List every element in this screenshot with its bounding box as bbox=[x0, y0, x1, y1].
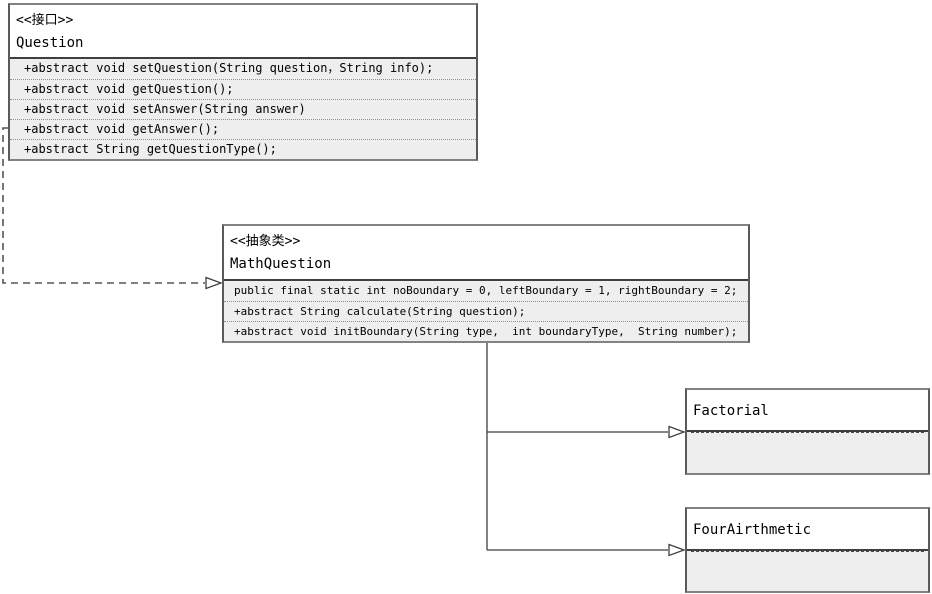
question-stereotype: <<接口>> bbox=[16, 13, 74, 28]
question-member-row: +abstract String getQuestionType(); bbox=[10, 139, 476, 159]
question-members: +abstract void setQuestion(String questi… bbox=[10, 59, 476, 159]
mathquestion-stereotype: <<抽象类>> bbox=[230, 234, 301, 249]
class-box-fourairthmetic[interactable]: FourAirthmetic bbox=[685, 507, 930, 593]
question-member-row: +abstract void getAnswer(); bbox=[10, 119, 476, 139]
mathquestion-header: <<抽象类>> MathQuestion bbox=[224, 226, 748, 281]
factorial-header: Factorial bbox=[687, 390, 928, 432]
generalization-connector-tree[interactable] bbox=[486, 343, 686, 557]
factorial-methods-compartment bbox=[691, 432, 924, 433]
fourairthmetic-header: FourAirthmetic bbox=[687, 509, 928, 551]
class-box-mathquestion[interactable]: <<抽象类>> MathQuestion public final static… bbox=[222, 224, 750, 343]
mathquestion-class-name: MathQuestion bbox=[230, 256, 332, 272]
factorial-members bbox=[687, 432, 928, 433]
class-box-question[interactable]: <<接口>> Question +abstract void setQuesti… bbox=[8, 3, 478, 161]
fourairthmetic-methods-compartment bbox=[691, 551, 924, 552]
mathquestion-member-row: +abstract String calculate(String questi… bbox=[224, 301, 748, 321]
open-triangle-arrowhead-mathquestion-icon bbox=[205, 276, 223, 290]
question-class-name: Question bbox=[16, 35, 84, 51]
mathquestion-members: public final static int noBoundary = 0, … bbox=[224, 281, 748, 341]
class-box-factorial[interactable]: Factorial bbox=[685, 388, 930, 475]
question-member-row: +abstract void setAnswer(String answer) bbox=[10, 99, 476, 119]
generalization-trunk-line[interactable] bbox=[486, 343, 668, 551]
fourairthmetic-class-name: FourAirthmetic bbox=[693, 522, 812, 538]
open-triangle-arrowhead-fourairthmetic-icon bbox=[668, 543, 686, 557]
mathquestion-member-row: public final static int noBoundary = 0, … bbox=[234, 284, 738, 297]
question-member-row: +abstract void setQuestion(String questi… bbox=[24, 61, 434, 75]
factorial-class-name: Factorial bbox=[693, 403, 769, 419]
open-triangle-arrowhead-factorial-icon bbox=[668, 425, 686, 439]
mathquestion-member-row: +abstract void initBoundary(String type,… bbox=[224, 321, 748, 341]
fourairthmetic-members bbox=[687, 551, 928, 552]
question-member-row: +abstract void getQuestion(); bbox=[10, 79, 476, 99]
question-header: <<接口>> Question bbox=[10, 5, 476, 59]
